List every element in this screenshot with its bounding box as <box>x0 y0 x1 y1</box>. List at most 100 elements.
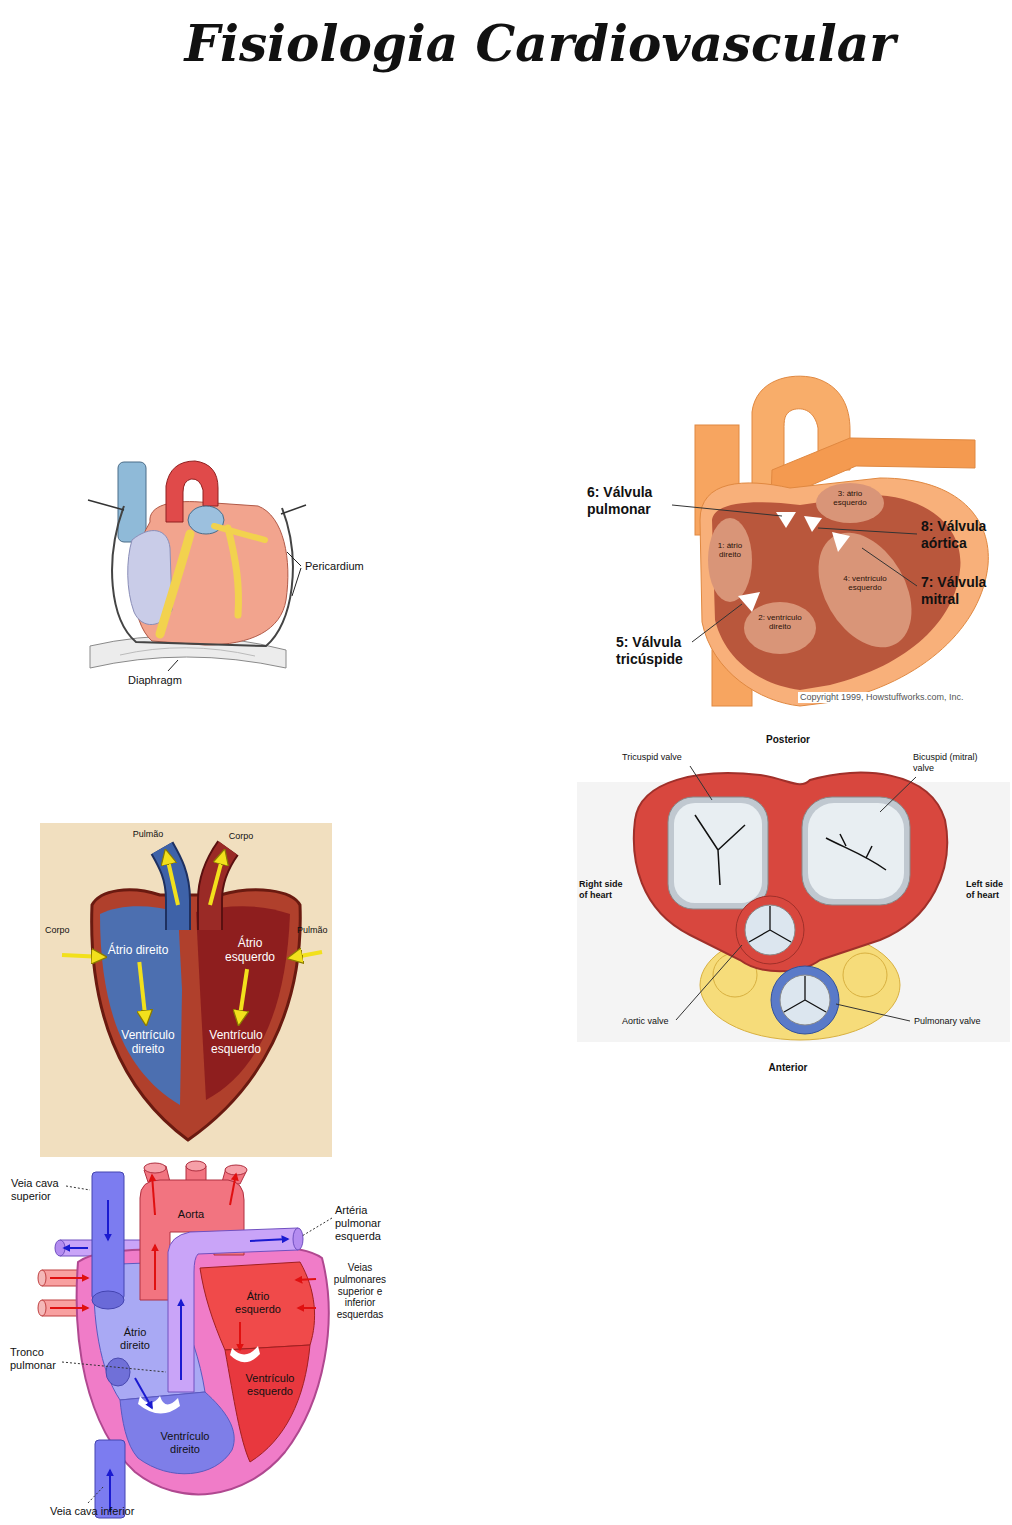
chamber-node: Ventrículo esquerdo <box>193 1026 279 1058</box>
part-label: Aortic valve <box>622 1016 669 1027</box>
part-label: 4: ventrículo esquerdo <box>840 574 890 593</box>
part-label: Aorta <box>178 1208 204 1221</box>
pericardium-illustration <box>287 552 301 566</box>
simple-heart-illustration <box>290 952 322 958</box>
part-label: Átrio direito <box>111 1326 159 1352</box>
valve-plane-illustration <box>674 803 762 903</box>
valve-plane-illustration <box>784 976 826 1012</box>
part-label: Corpo <box>229 831 254 842</box>
part-label: Veia cava inferior <box>50 1505 134 1518</box>
part-label: 7: Válvula mitral <box>921 574 1003 607</box>
pericardium-illustration <box>281 505 306 514</box>
part-label: Veias pulmonares superior e inferior esq… <box>329 1262 391 1321</box>
valve-plane-illustration <box>843 953 887 997</box>
heart-vessels-illustration <box>38 1300 46 1316</box>
simple-heart-illustration <box>166 852 178 905</box>
part-label: Pulmão <box>297 925 328 936</box>
part-label: Diaphragm <box>128 674 182 687</box>
part-label: 5: Válvula tricúspide <box>616 634 716 667</box>
chamber-name: Átrio esquerdo <box>211 936 289 964</box>
heart-vessels-illustration <box>92 1172 124 1300</box>
pericardium-illustration <box>120 648 255 656</box>
pericardium-illustration <box>118 462 146 542</box>
heart-vessels-illustration <box>88 1486 104 1503</box>
heart-section-illustration <box>672 505 782 516</box>
simple-heart-illustration <box>210 852 224 905</box>
heart-vessels-illustration <box>200 1262 315 1350</box>
heart-vessels-illustration <box>293 1228 303 1250</box>
heart-vessels-illustration <box>144 1163 166 1173</box>
heart-vessels-illustration <box>66 1186 90 1190</box>
heart-vessels-illustration <box>296 1279 316 1280</box>
simple-heart-illustration <box>92 890 301 1140</box>
heart-vessels-illustration <box>239 1322 241 1350</box>
valve-plane-illustration <box>690 766 712 800</box>
heart-vessels-illustration <box>120 1392 234 1474</box>
simple-heart-illustration <box>210 848 228 930</box>
part-label: Corpo <box>45 925 70 936</box>
heart-vessels-illustration <box>250 1239 288 1241</box>
pericardium-illustration <box>112 506 293 646</box>
heart-vessels-illustration <box>154 1245 156 1290</box>
valve-plane-illustration <box>826 834 886 870</box>
simple-heart-illustration <box>62 955 104 957</box>
valve-plane-illustration <box>736 896 804 964</box>
valve-plane-illustration <box>577 766 1010 1042</box>
heart-vessels-illustration <box>38 1161 332 1518</box>
heart-section-illustration <box>832 532 850 552</box>
simple-heart-illustration <box>100 906 182 1105</box>
part-label: Tricuspid valve <box>622 752 682 763</box>
simple-heart-illustration <box>40 823 332 1157</box>
heart-vessels-illustration <box>298 1307 316 1309</box>
flow-arrow <box>239 969 247 1023</box>
heart-vessels-illustration <box>168 1228 298 1392</box>
heart-vessels-illustration <box>50 1277 88 1279</box>
part-label: Left side of heart <box>966 879 1006 900</box>
pericardium-illustration <box>88 500 124 510</box>
part-label: Veia cava superior <box>11 1177 69 1203</box>
heart-vessels-illustration <box>225 1165 247 1175</box>
pericardium-illustration <box>88 461 306 671</box>
heart-section-illustration <box>816 483 884 523</box>
chamber-name: Ventrículo direito <box>109 1028 187 1056</box>
heart-section-illustration <box>708 518 752 602</box>
heart-section-illustration <box>818 528 917 534</box>
heart-section-illustration <box>776 512 796 528</box>
simple-heart-illustration <box>40 823 332 1157</box>
part-label: 2: ventrículo direito <box>755 613 805 632</box>
simple-heart-illustration <box>196 906 290 1100</box>
simple-heart-illustration <box>210 848 228 930</box>
valve-plane-illustration <box>668 797 768 909</box>
part-label: Bicuspid (mitral) valve <box>913 752 998 773</box>
part-label: 6: Válvula pulmonar <box>587 484 682 517</box>
part-label: Ventrículo esquerdo <box>240 1372 300 1398</box>
part-label: 8: Válvula aórtica <box>921 518 1003 551</box>
valve-plane-illustration <box>771 966 839 1034</box>
heart-vessels-illustration <box>50 1307 88 1309</box>
valve-plane-illustration <box>836 1004 910 1021</box>
part-label: Anterior <box>769 1062 808 1074</box>
part-label: Pulmonary valve <box>914 1016 981 1027</box>
simple-heart-illustration <box>162 848 178 930</box>
part-label: Copyright 1999, Howstuffworks.com, Inc. <box>798 692 965 703</box>
heart-vessels-illustration <box>92 1291 124 1309</box>
heart-vessels-illustration <box>225 1345 310 1462</box>
valve-plane-illustration <box>802 797 910 905</box>
part-label: 3: átrio esquerdo <box>828 489 872 508</box>
part-label: Pulmão <box>133 829 164 840</box>
part-label: Posterior <box>766 734 810 746</box>
heart-vessels-illustration <box>138 1396 180 1414</box>
heart-vessels-illustration <box>55 1240 65 1256</box>
valve-plane-illustration <box>634 773 947 972</box>
chamber-node: Átrio esquerdo <box>207 934 293 966</box>
heart-section-illustration <box>692 604 742 642</box>
heart-vessels-illustration <box>230 1174 236 1205</box>
heart-vessels-illustration <box>180 1300 182 1380</box>
valve-plane-illustration <box>808 803 904 899</box>
valve-plane-illustration <box>749 906 791 942</box>
valve-plane-illustration <box>695 815 745 885</box>
pericardium-illustration <box>160 534 190 634</box>
part-label: Right side of heart <box>579 879 625 900</box>
